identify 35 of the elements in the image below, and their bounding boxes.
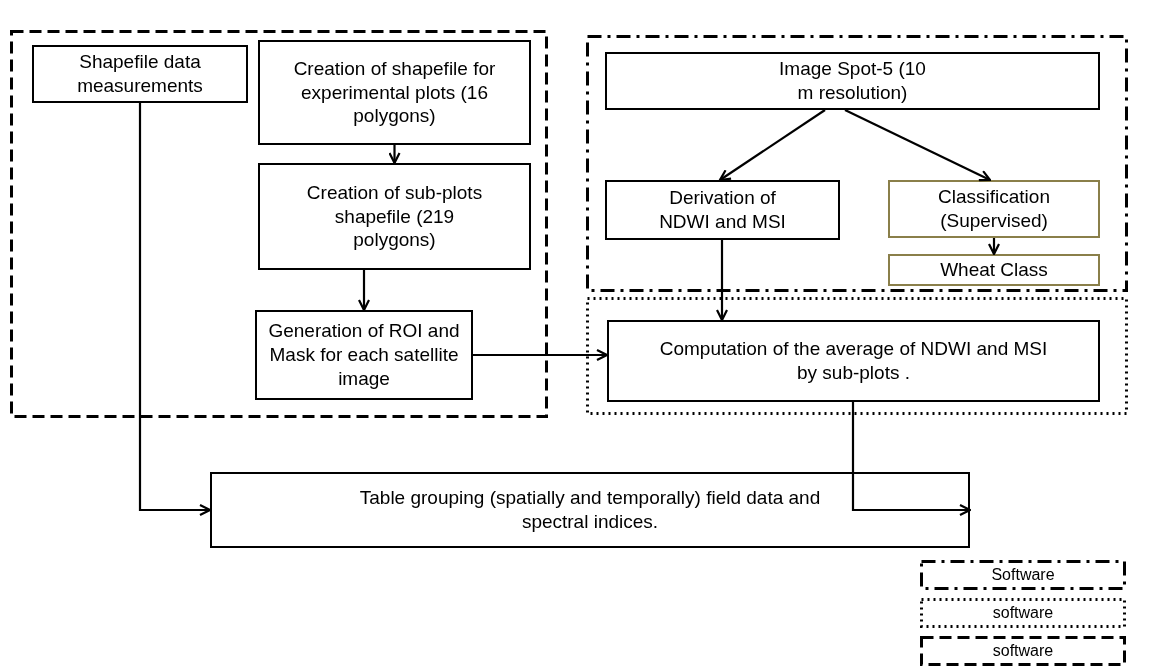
group-frame bbox=[586, 35, 1128, 292]
group-frame bbox=[10, 30, 548, 418]
process-box bbox=[607, 320, 1100, 402]
legend-label: software bbox=[992, 642, 1054, 660]
arrow bbox=[715, 240, 729, 322]
arrow bbox=[388, 145, 401, 165]
process-box bbox=[888, 254, 1100, 286]
arrow bbox=[357, 270, 371, 312]
process-box bbox=[255, 310, 473, 400]
box-label: Table grouping (spatially and temporally) field data and spectral indices. bbox=[358, 486, 822, 534]
arrow bbox=[844, 109, 992, 182]
box-label: Wheat Class bbox=[940, 258, 1048, 282]
arrow bbox=[138, 103, 212, 517]
process-box bbox=[258, 40, 531, 145]
box-label: Image Spot-5 (10 m resolution) bbox=[778, 57, 927, 105]
arrow bbox=[987, 238, 1001, 256]
box-label: Shapefile data measurements bbox=[76, 50, 204, 98]
process-box bbox=[32, 45, 248, 103]
box-label: Creation of sub-plots shapefile (219 polygons) bbox=[305, 180, 484, 253]
group-frame bbox=[586, 297, 1128, 415]
process-box bbox=[258, 163, 531, 270]
box-label: Computation of the average of NDWI and MSI by sub-plots . bbox=[658, 337, 1049, 385]
box-label: Generation of ROI and Mask for each satellite image bbox=[267, 319, 461, 391]
box-label: Creation of shapefile for experimental plots (16 polygons) bbox=[292, 56, 497, 129]
arrow bbox=[851, 402, 972, 517]
arrow bbox=[718, 109, 826, 182]
legend-label: software bbox=[992, 604, 1054, 622]
process-box bbox=[888, 180, 1100, 238]
legend-label: Software bbox=[991, 566, 1055, 584]
box-label: Classification (Supervised) bbox=[937, 185, 1051, 233]
arrow bbox=[473, 348, 609, 362]
box-label: Derivation of NDWI and MSI bbox=[658, 186, 787, 234]
process-box bbox=[605, 52, 1100, 110]
process-box bbox=[605, 180, 840, 240]
process-box bbox=[210, 472, 970, 548]
